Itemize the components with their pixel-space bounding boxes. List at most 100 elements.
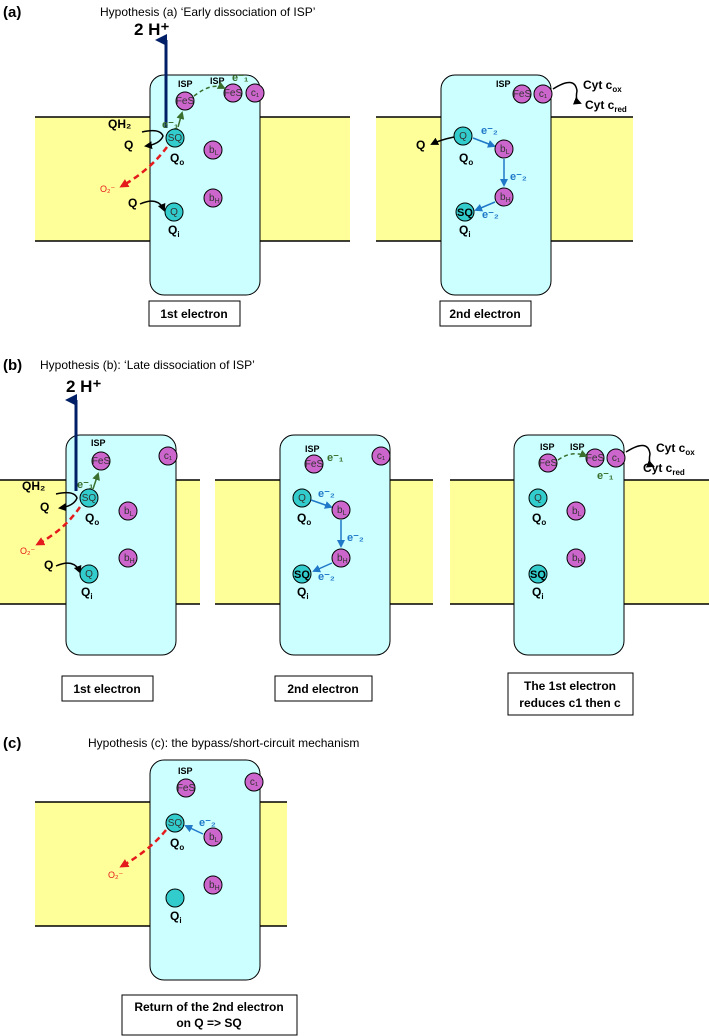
electron-label: e⁻₂ [199,817,216,829]
caption-box [439,300,532,327]
qi-site: Qi [459,223,471,239]
bh-label: bH [500,192,511,204]
qo-site: Qo [170,836,184,852]
electron-path [474,201,496,212]
isp-label: ISP [540,442,555,452]
panel-c-label: (c) [3,735,21,752]
caption: 1st electron [73,682,140,696]
isp-label: ISP [570,442,585,452]
quinone [528,488,548,508]
q-binding-arrow [139,200,166,212]
qh2-label: QH₂ [108,117,131,131]
panel-a-step1: 2 H⁺ ISP FeS ISP FeS c₁ e⁻₁ e⁻₁ SQ QH₂ Q… [35,20,350,327]
fes-center [585,448,605,468]
qh2-arrow [55,491,78,512]
quinone [292,488,312,508]
electron-path [472,137,496,148]
qo-site: Qo [170,151,184,167]
fes-center [175,91,195,111]
c1-label: c₁ [539,89,548,100]
quinone [79,564,99,584]
panel-b-label: (b) [3,357,22,374]
q-release-arrow [430,136,455,145]
electron-path [312,562,333,573]
fes-center [512,84,532,104]
fes-label: FeS [586,453,605,464]
panel-c-title: Hypothesis (c): the bypass/short-circuit… [88,736,359,750]
cyt-c-red-label: Cyt cred [643,461,685,477]
c1-heme [533,84,553,104]
electron-label: e⁻₂ [510,171,527,183]
electron-label: e⁻₁ [327,452,344,464]
caption-box [274,675,373,702]
qh2-arrow [141,129,164,150]
bl-label: bL [572,506,582,518]
panel-a-title: Hypothesis (a) ‘Early dissociation of IS… [100,5,315,19]
caption: The 1st electron [524,679,616,693]
bh-label: bH [337,553,348,565]
bh-heme [203,188,223,208]
bc1-complex [149,759,261,981]
caption-box [121,994,298,1036]
c1-label: c₁ [251,88,260,99]
qi-site: Qi [297,585,309,601]
c1-label: c₁ [164,451,173,462]
electron-path [176,111,185,128]
electron-label: e⁻₂ [347,532,364,544]
bh-label: bH [209,880,220,892]
c1-heme [244,772,264,792]
panel-b-step2: ISP FeS e⁻₁ c₁ Q Qo e⁻₂ bL e⁻₂ bH e⁻₂ SQ… [215,434,433,702]
qo-site: Qo [297,511,311,527]
isp-label: ISP [91,438,106,448]
fes-label: FeS [513,89,532,100]
c1-label: c₁ [612,453,621,464]
o2-label: O₂⁻ [108,870,123,880]
o2-label: O₂⁻ [100,184,115,194]
caption: on Q => SQ [176,1016,241,1030]
bl-label: bL [124,506,134,518]
bl-label: bL [337,505,347,517]
fes-center [91,451,111,471]
bc1-complex [279,434,391,656]
q-binding-arrow [55,562,82,574]
bc1-complex [513,434,625,656]
cyt-c-arrow [625,444,655,468]
bh-heme [494,187,514,207]
caption-box [148,300,241,327]
cyt-c-ox-label: Cyt cox [656,441,695,457]
caption-box [61,675,154,702]
electron-path [310,499,333,509]
semiquinone [528,564,548,584]
q-label: Q [85,569,93,580]
superoxide-arrow [35,506,82,546]
fes-label: FeS [224,88,243,99]
bl-label: bL [500,144,510,156]
o2-label: O₂⁻ [20,546,35,556]
q-label: Q [124,138,133,152]
caption: 2nd electron [287,682,358,696]
electron-path [92,472,100,490]
bl-heme [203,140,223,160]
fes-center [304,454,324,474]
bh-label: bH [124,553,135,565]
qi-site-empty [165,888,185,908]
quinone [453,126,473,146]
caption: reduces c1 then c [519,696,621,710]
fes-center [223,83,243,103]
quinone [164,202,184,222]
electron-path [184,824,204,835]
semiquinone [165,128,185,148]
bl-heme [331,500,351,520]
fes-label: FeS [539,458,558,469]
semiquinone [165,813,185,833]
panel-c-step: ISP FeS c₁ SQ Qo e⁻₂ bL O₂⁻ bH Qi Return… [35,759,298,1036]
fes-label: FeS [305,459,324,470]
isp-label: ISP [178,79,193,89]
fes-label: FeS [176,96,195,107]
electron-path [557,449,588,461]
sq-label: SQ [294,569,310,581]
semiquinone [292,564,312,584]
sq-label: SQ [457,207,473,219]
c1-label: c₁ [250,777,259,788]
